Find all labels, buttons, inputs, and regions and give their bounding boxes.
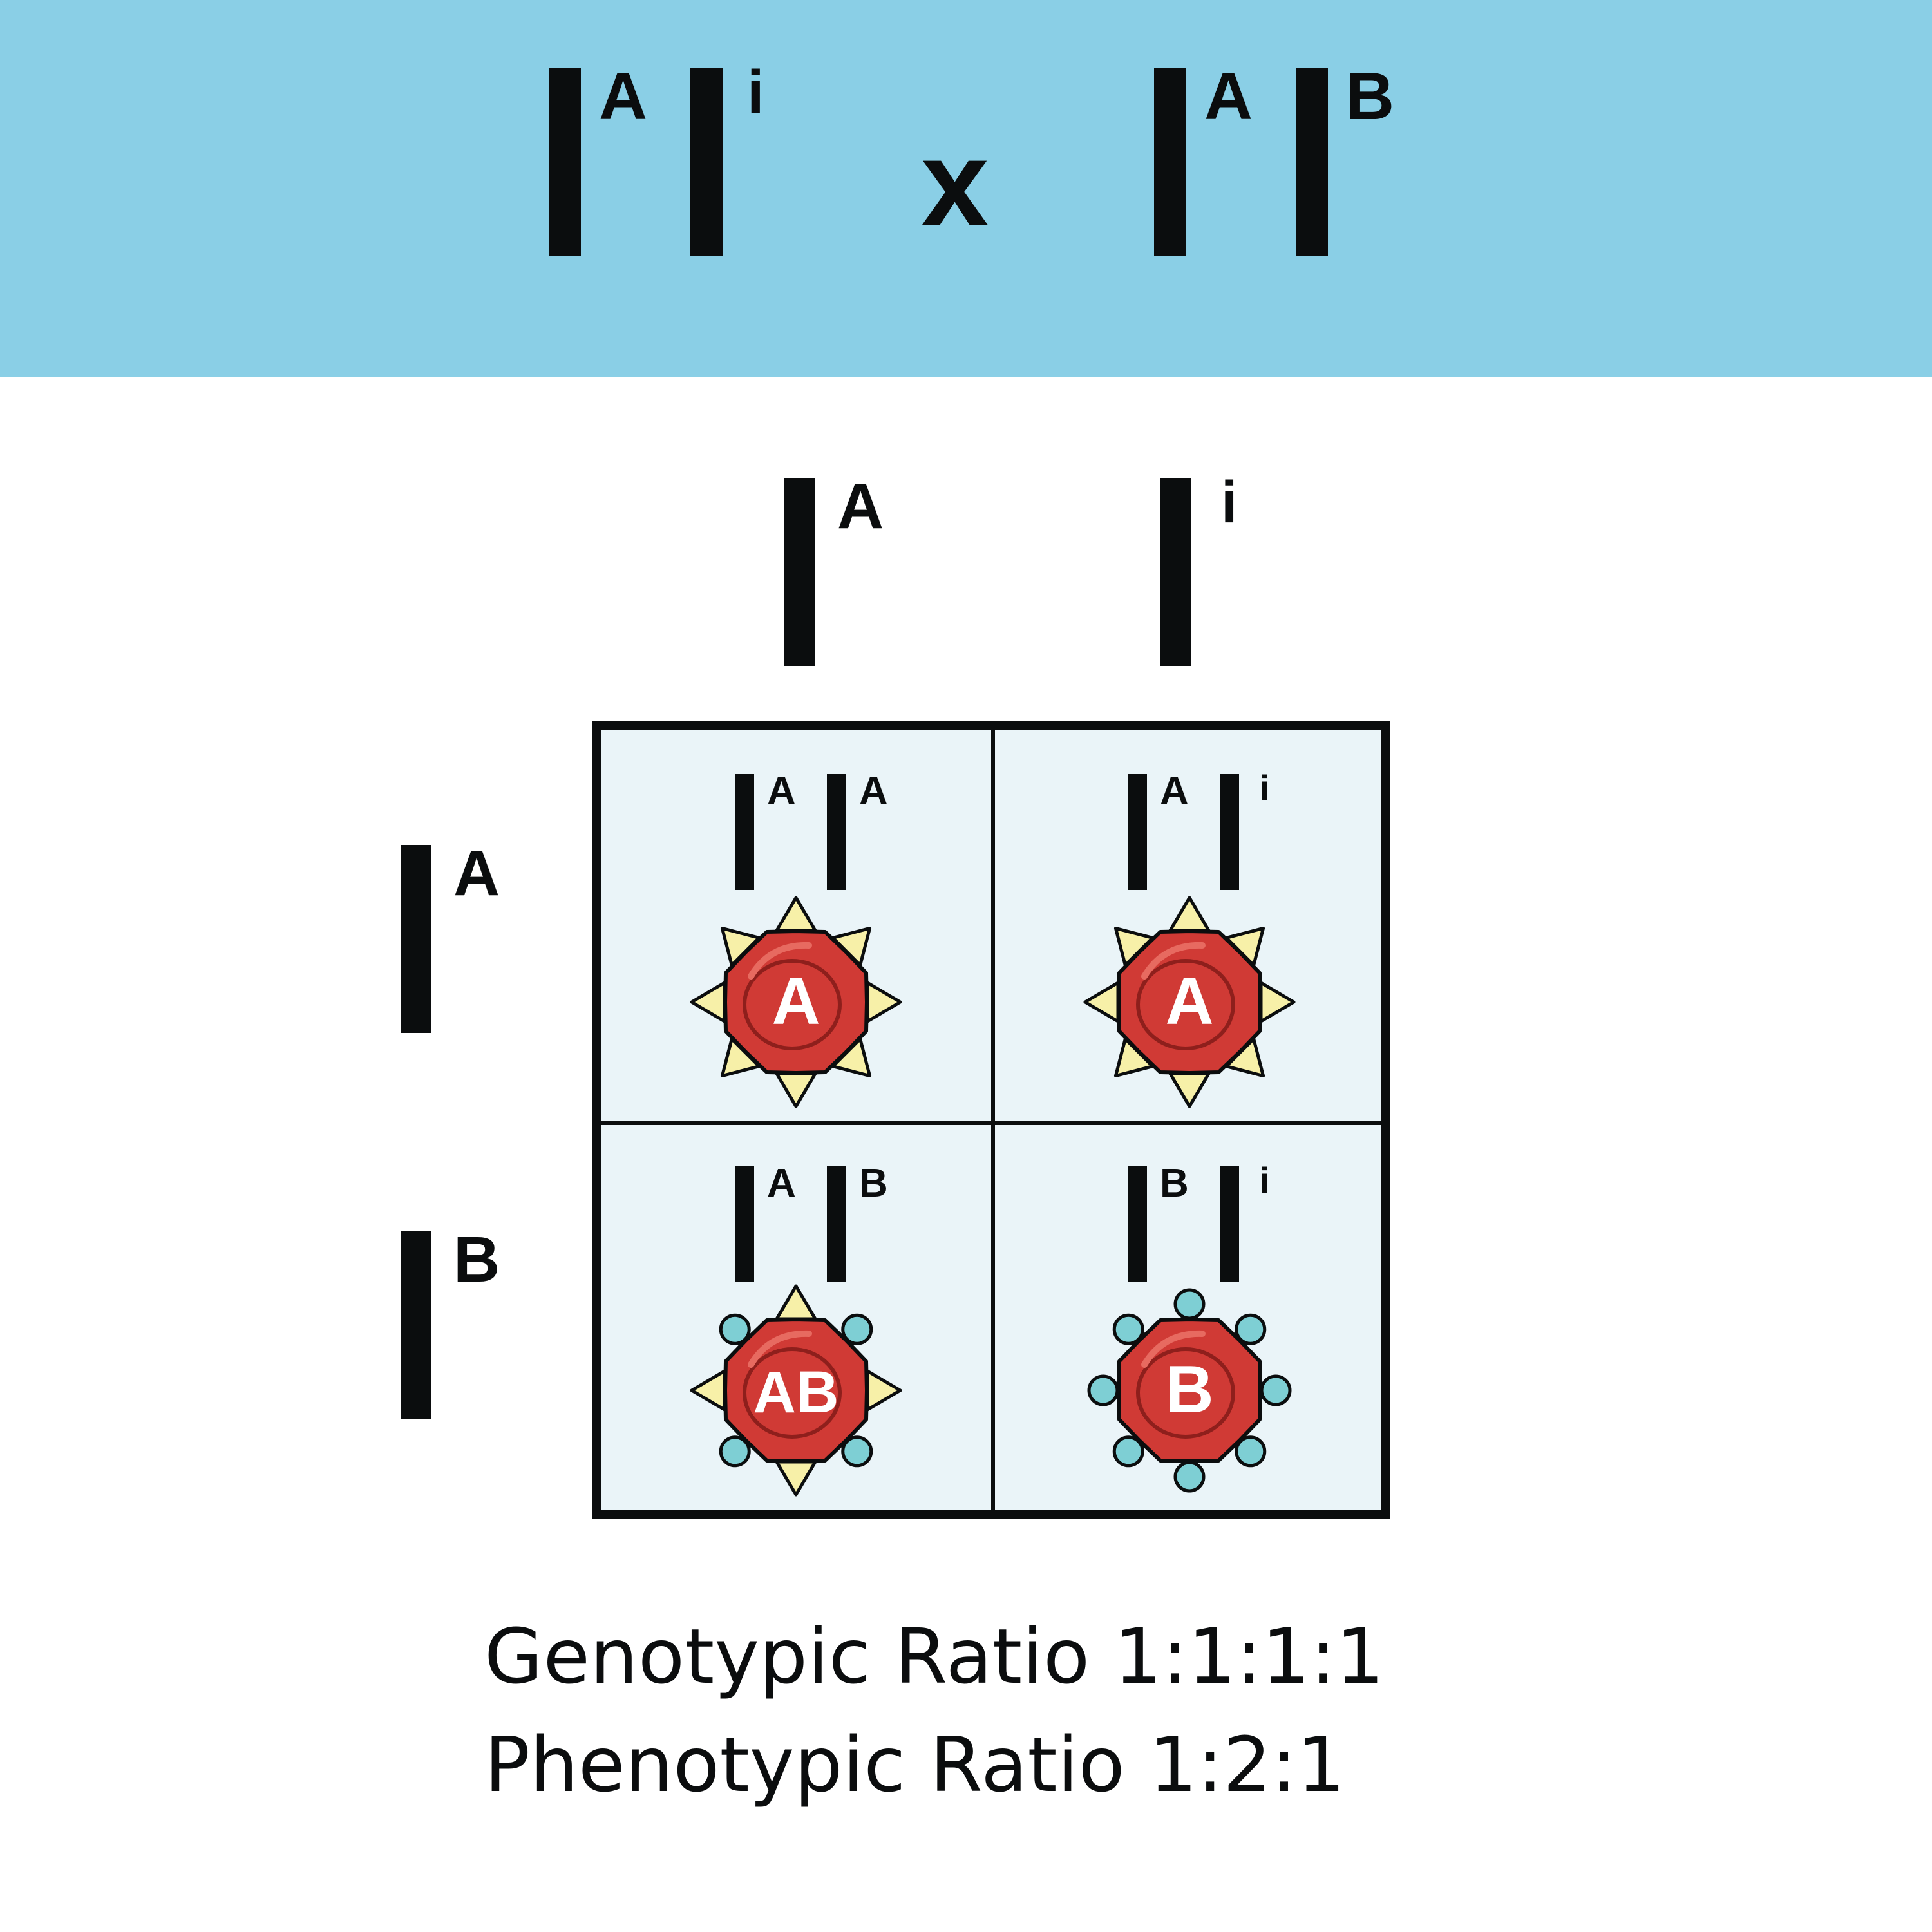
allele-superscript: B (453, 1224, 500, 1296)
punnett-cell-4: B i B (995, 1125, 1385, 1515)
punnett-cell-2: A i A (995, 730, 1385, 1120)
allele-superscript: A (859, 769, 888, 813)
punnett-square: A A A A i A A B AB B (592, 721, 1390, 1519)
blood-type-label: A (772, 964, 820, 1039)
antigen-a-triangle (775, 1460, 817, 1497)
cell-inner-ring (1136, 959, 1235, 1050)
gene-bar (401, 1231, 431, 1419)
gene-bar (735, 774, 754, 890)
gene-bar (1154, 68, 1186, 256)
gene-bar (1160, 478, 1191, 666)
antigen-a-triangle (690, 1369, 726, 1412)
antigen-a-triangle (1083, 981, 1120, 1023)
antigen-b-circle (1260, 1374, 1292, 1406)
blood-type-label: B (1165, 1352, 1213, 1427)
antigen-b-circle (1173, 1461, 1206, 1493)
antigen-b-circle (1112, 1313, 1144, 1345)
antigen-b-circle (1235, 1313, 1267, 1345)
allele-superscript: A (767, 1161, 796, 1206)
cell-highlight (1141, 942, 1206, 980)
allele-superscript: A (1160, 769, 1189, 813)
allele-superscript: B (1160, 1161, 1189, 1206)
cell-highlight (748, 1330, 812, 1368)
antigen-b-circle (1087, 1374, 1119, 1406)
gene-bar (549, 68, 581, 256)
allele-superscript: A (837, 470, 884, 542)
gene-bar (784, 478, 815, 666)
allele-superscript: A (767, 769, 796, 813)
genotypic-ratio: Genotypic Ratio 1:1:1:1 (484, 1612, 1385, 1701)
blood-type-label: AB (753, 1359, 839, 1425)
gene-bar (1220, 774, 1239, 890)
red-blood-cell-icon: A (690, 896, 902, 1108)
cell-inner-ring (743, 959, 842, 1050)
cell-highlight (1141, 1330, 1206, 1368)
antigen-b-circle (841, 1313, 873, 1345)
antigen-b-circle (1173, 1288, 1206, 1320)
antigen-b-circle (1235, 1435, 1267, 1468)
gene-bar (827, 1166, 846, 1282)
cell-highlight (748, 942, 812, 980)
gene-bar (1220, 1166, 1239, 1282)
antigen-b-circle (719, 1435, 751, 1468)
antigen-a-triangle (775, 896, 817, 933)
cell-inner-ring (1136, 1347, 1235, 1439)
blood-type-label: A (1165, 964, 1213, 1039)
gene-bar (1128, 1166, 1147, 1282)
phenotypic-ratio: Phenotypic Ratio 1:2:1 (484, 1720, 1345, 1809)
red-blood-cell-icon: B (1087, 1288, 1292, 1493)
red-blood-cell-icon: AB (690, 1284, 902, 1497)
ratio-summary: Genotypic Ratio 1:1:1:1 Phenotypic Ratio… (484, 1602, 1384, 1819)
antigen-a-triangle (1259, 981, 1296, 1023)
allele-superscript: A (1204, 59, 1253, 134)
cross-banner (0, 0, 1932, 377)
antigen-a-triangle (690, 981, 726, 1023)
punnett-cell-3: A B AB (601, 1125, 991, 1515)
allele-superscript: B (859, 1161, 888, 1206)
gene-bar (401, 845, 431, 1033)
allele-superscript: i (1221, 469, 1238, 535)
antigen-a-triangle (775, 1284, 817, 1321)
punnett-cell-1: A A A (601, 730, 991, 1120)
allele-superscript: i (1260, 1160, 1270, 1200)
allele-superscript: A (453, 837, 500, 909)
allele-superscript: i (747, 58, 764, 127)
antigen-b-circle (719, 1313, 751, 1345)
gene-bar (827, 774, 846, 890)
gene-bar (690, 68, 723, 256)
red-blood-cell-icon: A (1083, 896, 1296, 1108)
cross-operator: x (921, 115, 989, 252)
antigen-a-triangle (866, 981, 902, 1023)
antigen-a-triangle (866, 1369, 902, 1412)
gene-bar (1296, 68, 1328, 256)
antigen-a-triangle (1168, 1072, 1211, 1108)
gene-bar (735, 1166, 754, 1282)
allele-superscript: i (1260, 768, 1270, 808)
gene-bar (1128, 774, 1147, 890)
antigen-b-circle (841, 1435, 873, 1468)
grid-divider-horizontal (601, 1121, 1381, 1125)
allele-superscript: B (1346, 59, 1395, 134)
antigen-a-triangle (775, 1072, 817, 1108)
allele-superscript: A (599, 59, 648, 134)
antigen-b-circle (1112, 1435, 1144, 1468)
cell-inner-ring (743, 1347, 842, 1439)
grid-divider-vertical (991, 730, 995, 1510)
antigen-a-triangle (1168, 896, 1211, 933)
